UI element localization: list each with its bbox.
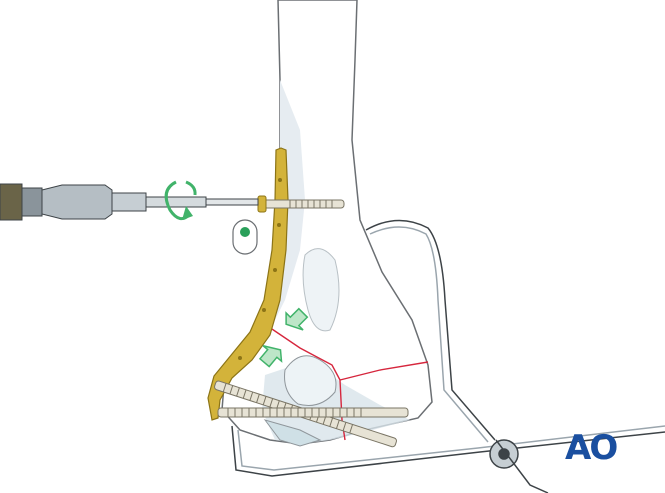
distal-screw-2: [217, 407, 409, 418]
ao-logo: AO: [565, 428, 618, 468]
reduction-forceps: [231, 219, 665, 493]
lateral-plate: [207, 147, 289, 421]
bone-lower-tip: [263, 419, 322, 447]
screws: [214, 195, 409, 448]
fracture-line-2: [339, 361, 429, 381]
fracture-lines: [265, 324, 429, 441]
fracture-line-3: [339, 379, 346, 441]
fracture-line-1: [265, 324, 341, 381]
rotation-arrow-icon: [164, 180, 197, 221]
olecranon-fossa: [302, 248, 340, 332]
proximal-screw: [257, 195, 345, 213]
compression-arrow-icon: [258, 307, 309, 368]
trochlea-outline: [284, 355, 337, 406]
screw-hole-icon: [232, 219, 258, 255]
screwdriver: [0, 183, 259, 221]
